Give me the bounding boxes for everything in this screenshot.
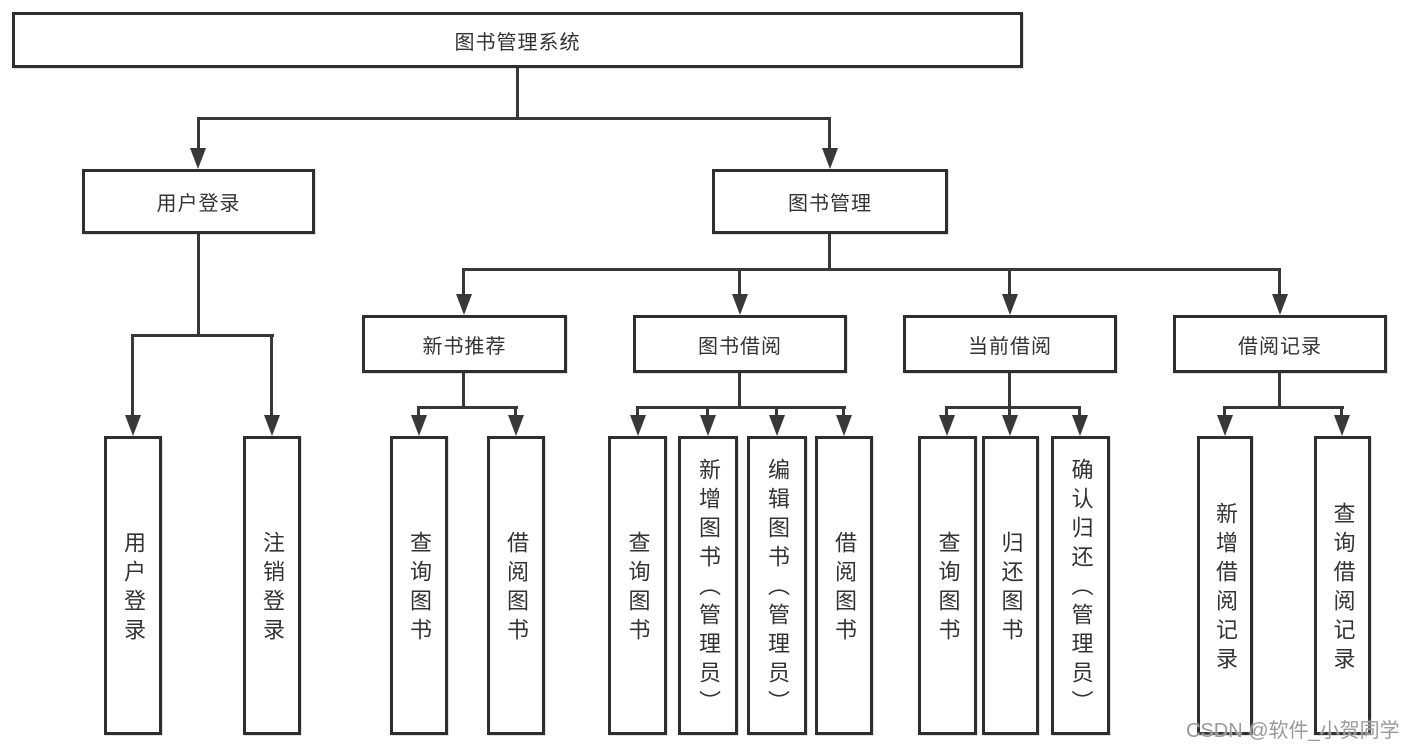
connector-line: [775, 406, 778, 418]
node-book-management: 图书管理: [712, 169, 948, 234]
connector-line: [1078, 406, 1081, 418]
leaf-user-login: 用户登录: [104, 436, 162, 735]
leaf-edit-books-admin: 编辑图书（管理员）: [747, 436, 807, 735]
node-current-borrow: 当前借阅: [903, 315, 1117, 373]
connector-line: [516, 68, 519, 119]
connector-line: [1008, 268, 1011, 296]
arrow-icon: [125, 415, 141, 436]
leaf-query-books: 查询图书: [608, 436, 667, 735]
leaf-logout: 注销登录: [243, 436, 301, 735]
connector-line: [1340, 406, 1343, 418]
connector-line: [945, 406, 948, 418]
connector-line: [1008, 406, 1011, 418]
connector-line: [197, 234, 200, 336]
arrow-icon: [769, 415, 785, 436]
connector-line: [1278, 373, 1281, 409]
connector-line: [1008, 373, 1011, 409]
arrow-icon: [411, 415, 427, 436]
node-new-book-recommend: 新书推荐: [362, 315, 567, 373]
connector-line: [197, 117, 831, 120]
arrow-icon: [1334, 415, 1350, 436]
leaf-query-books-recommend: 查询图书: [390, 436, 448, 735]
connector-line: [417, 406, 420, 418]
arrow-icon: [700, 415, 716, 436]
connector-line: [417, 406, 518, 409]
connector-line: [636, 406, 846, 409]
arrow-icon: [836, 415, 852, 436]
connector-line: [706, 406, 709, 418]
connector-line: [197, 117, 200, 151]
connector-line: [945, 406, 1081, 409]
csdn-watermark: CSDN @软件_小贺同学: [1186, 720, 1400, 742]
connector-line: [842, 406, 845, 418]
connector-line: [131, 334, 274, 337]
leaf-add-borrow-record: 新增借阅记录: [1197, 436, 1253, 735]
arrow-icon: [1272, 294, 1288, 315]
connector-line: [828, 117, 831, 151]
arrow-icon: [1002, 294, 1018, 315]
connector-line: [514, 406, 517, 418]
node-borrow-records: 借阅记录: [1173, 315, 1387, 373]
arrow-icon: [508, 415, 524, 436]
connector-line: [1223, 406, 1344, 409]
leaf-add-books-admin: 新增图书（管理员）: [678, 436, 738, 735]
leaf-confirm-return-admin: 确认归还（管理员）: [1051, 436, 1110, 735]
leaf-return-books: 归还图书: [982, 436, 1039, 735]
arrow-icon: [630, 415, 646, 436]
connector-line: [1223, 406, 1226, 418]
node-user-login: 用户登录: [82, 169, 315, 234]
arrow-icon: [732, 294, 748, 315]
leaf-query-borrow-record: 查询借阅记录: [1314, 436, 1371, 735]
arrow-icon: [1072, 415, 1088, 436]
connector-line: [463, 268, 1281, 271]
connector-line: [462, 268, 465, 296]
arrow-icon: [1217, 415, 1233, 436]
arrow-icon: [939, 415, 955, 436]
node-book-borrow: 图书借阅: [633, 315, 847, 373]
connector-line: [131, 334, 134, 418]
arrow-icon: [190, 148, 206, 169]
leaf-borrow-books-recommend: 借阅图书: [487, 436, 545, 735]
arrow-icon: [1002, 415, 1018, 436]
connector-line: [270, 334, 273, 418]
node-root: 图书管理系统: [12, 12, 1023, 68]
connector-line: [828, 234, 831, 271]
connector-line: [1278, 268, 1281, 296]
arrow-icon: [822, 148, 838, 169]
connector-line: [462, 373, 465, 409]
arrow-icon: [264, 415, 280, 436]
arrow-icon: [456, 294, 472, 315]
leaf-query-current-books: 查询图书: [918, 436, 977, 735]
connector-line: [738, 373, 741, 409]
connector-line: [636, 406, 639, 418]
leaf-borrow-books: 借阅图书: [815, 436, 873, 735]
connector-line: [738, 268, 741, 296]
